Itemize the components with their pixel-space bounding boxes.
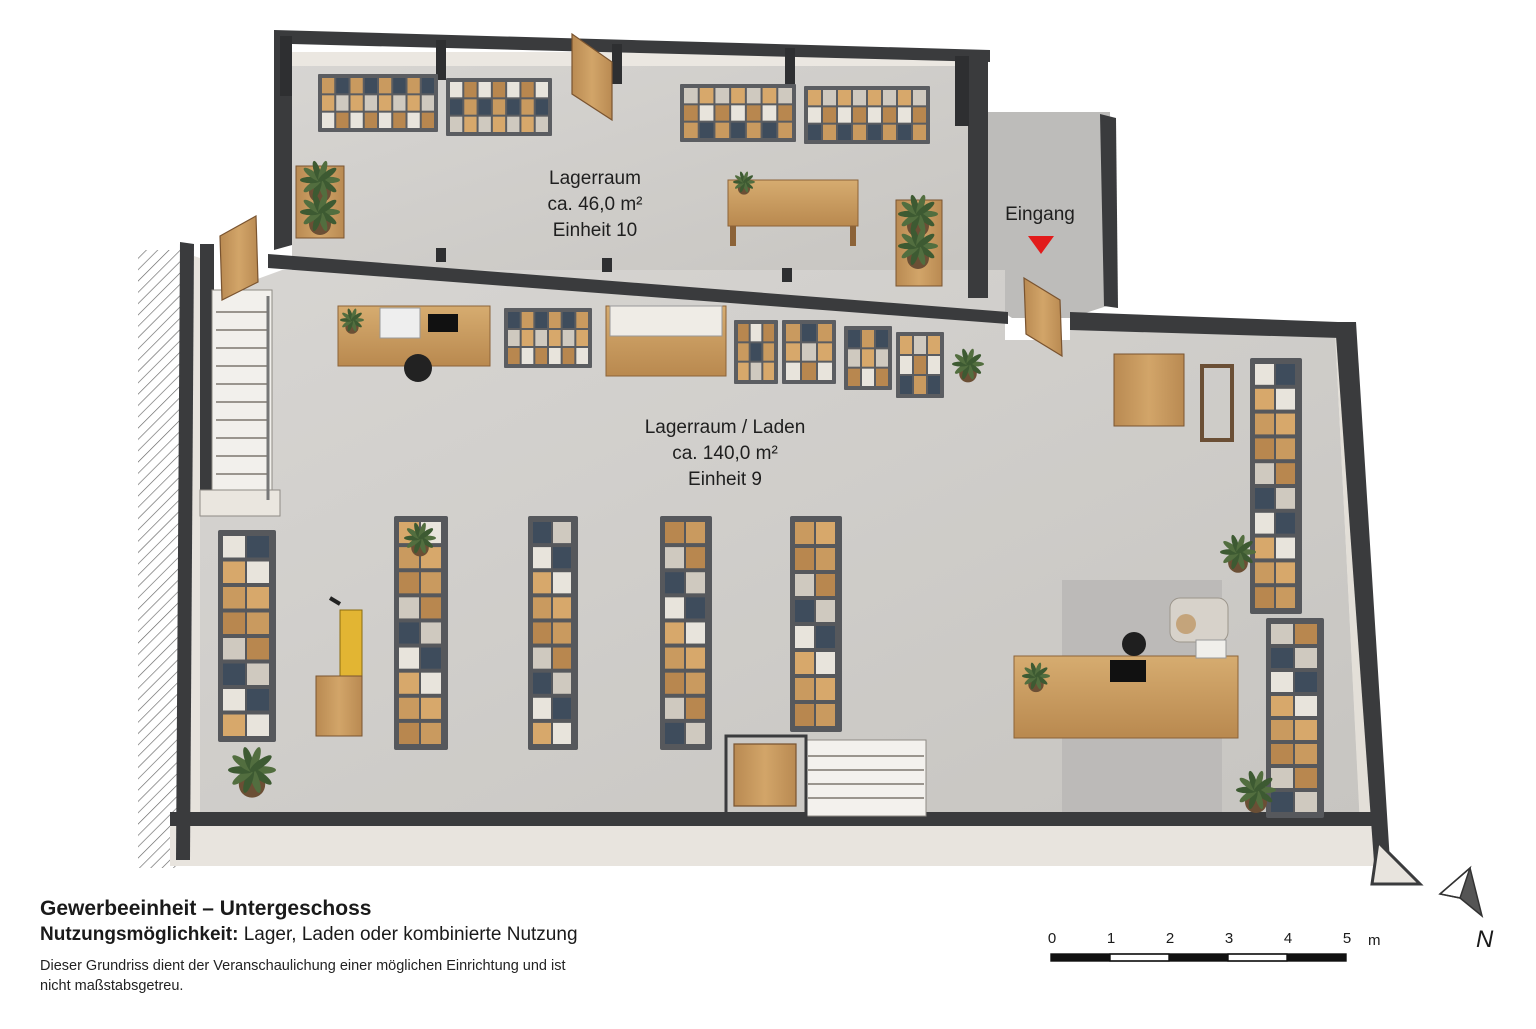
plant-leaf — [916, 201, 935, 216]
stairs-bottom — [724, 734, 927, 818]
desk — [727, 179, 859, 227]
room-unit: Einheit 9 — [688, 469, 762, 490]
pallet-jack — [339, 609, 363, 683]
scale-tick-label: 1 — [1106, 930, 1116, 947]
north-arrow-icon — [1438, 865, 1484, 919]
shelf-unit — [318, 74, 438, 132]
scale-tick-label: 0 — [1047, 930, 1057, 947]
stairs-left — [199, 289, 281, 517]
plant-leaf — [966, 354, 982, 366]
plant-leaf — [1034, 667, 1048, 678]
plant-leaf — [1236, 540, 1253, 554]
paper — [379, 307, 421, 339]
monitor — [1110, 660, 1146, 682]
hand-truck — [1200, 364, 1234, 442]
scale-tick-label: 3 — [1224, 930, 1234, 947]
office-chair — [404, 354, 432, 382]
plant-leaf — [418, 528, 434, 540]
office-chair — [1122, 632, 1146, 656]
plant-leaf — [249, 755, 272, 773]
room-name: Lagerraum / Laden — [644, 417, 806, 438]
pegboard — [609, 305, 723, 337]
crate — [315, 675, 363, 737]
north-letter: N — [1476, 926, 1494, 953]
doors — [219, 32, 1063, 807]
usage-line: Nutzungsmöglichkeit: Lager, Laden oder k… — [40, 924, 578, 946]
floor-entrance — [985, 112, 1110, 318]
printer — [1195, 639, 1227, 659]
plant-leaf — [318, 167, 337, 182]
usage-label: Nutzungsmöglichkeit: — [40, 924, 239, 945]
scale-bar-graphic — [1050, 953, 1347, 962]
scale-bar: 0 1 2 3 4 5 m — [1040, 930, 1400, 970]
room-area: ca. 140,0 m² — [672, 443, 778, 464]
scale-unit: m — [1368, 932, 1381, 949]
plant-leaf — [916, 233, 935, 248]
room-label-shop-9: Lagerraum / Laden ca. 140,0 m² Einheit 9 — [600, 415, 850, 493]
scale-tick-label: 4 — [1283, 930, 1293, 947]
shelf-unit — [804, 86, 930, 144]
plant-leaf — [350, 312, 362, 322]
plan-title: Gewerbeeinheit – Untergeschoss — [40, 897, 372, 920]
usage-text: Lager, Laden oder kombinierte Nutzung — [238, 924, 578, 945]
scale-tick-label: 5 — [1342, 930, 1352, 947]
room-label-storage-10: Lagerraum ca. 46,0 m² Einheit 10 — [505, 166, 685, 244]
entrance-label: Eingang — [1005, 204, 1075, 225]
plant-leaf — [318, 199, 337, 214]
room-unit: Einheit 10 — [552, 220, 638, 241]
monitor — [428, 314, 458, 332]
disclaimer-note: Dieser Grundriss dient der Veranschaulic… — [40, 958, 566, 994]
plant-leaf — [743, 175, 754, 183]
side-table — [1176, 614, 1196, 634]
furniture-layer — [218, 74, 1324, 818]
earth-hatch — [138, 250, 182, 868]
entrance-marker-icon — [1028, 236, 1054, 254]
plant-leaf — [1254, 777, 1273, 792]
room-name: Lagerraum — [549, 168, 641, 189]
scale-tick-label: 2 — [1165, 930, 1175, 947]
pallet — [1113, 353, 1185, 427]
room-area: ca. 46,0 m² — [547, 194, 643, 215]
